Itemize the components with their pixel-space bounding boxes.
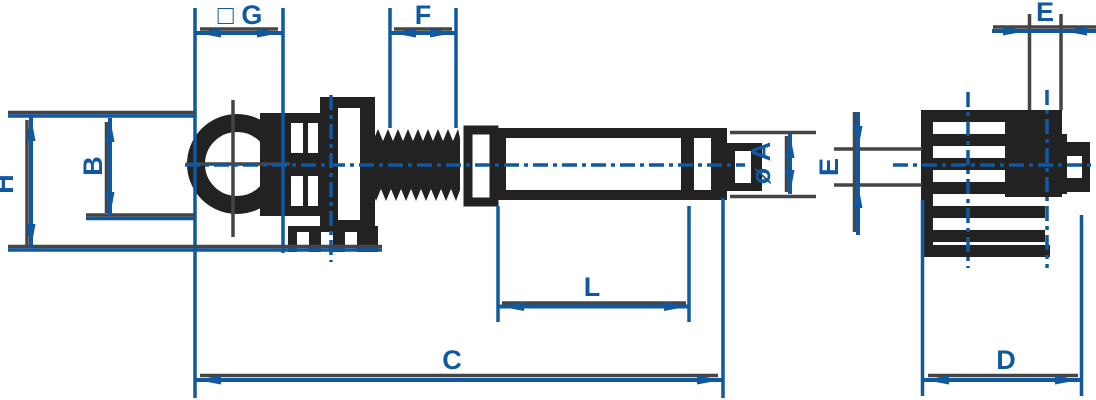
arrowhead-up	[105, 118, 115, 142]
head-slot	[308, 176, 318, 206]
dim-label-h: H	[0, 174, 19, 194]
end-bottom-edge	[921, 245, 1050, 257]
end-view	[921, 110, 1090, 257]
dim-label-b: B	[78, 156, 108, 176]
arrowhead-up	[785, 134, 795, 158]
dim-label-square-g: □ G	[218, 0, 263, 30]
dimension-square-g: □ G	[195, 0, 283, 38]
arrowhead-left	[392, 28, 416, 38]
dim-label-e-top: E	[1036, 0, 1054, 27]
head-slot	[291, 123, 303, 153]
arrowhead-left	[1003, 26, 1027, 36]
dimension-b: B	[78, 118, 115, 216]
dimension-c: C	[195, 345, 723, 385]
arrowhead-left	[500, 302, 524, 311]
dimension-e-top: E	[992, 0, 1096, 36]
arrowhead-left	[197, 375, 221, 385]
side-view	[187, 97, 762, 252]
arrowhead-up	[853, 184, 863, 208]
thread-section	[373, 129, 460, 201]
dim-label-l: L	[584, 272, 601, 302]
extension-lines	[8, 8, 1084, 398]
arrowhead-right	[664, 302, 688, 311]
centerlines	[185, 90, 1095, 268]
arrowhead-left	[197, 28, 221, 38]
dimension-e-side: E	[814, 112, 863, 235]
end-hub	[1005, 110, 1062, 197]
arrowhead-right	[1055, 375, 1079, 385]
arrowhead-down	[105, 192, 115, 216]
head-slot	[308, 123, 318, 153]
dimension-h: H	[0, 117, 36, 248]
arrowhead-right	[697, 375, 721, 385]
arrowhead-down	[785, 170, 795, 194]
end-boss-notch	[1067, 156, 1082, 178]
dimension-d: D	[923, 345, 1081, 385]
end-band	[933, 230, 1045, 242]
dimension-f: F	[390, 0, 456, 38]
collar-slot	[338, 108, 360, 220]
arrowhead-left	[925, 375, 949, 385]
head-slot	[291, 176, 303, 206]
dim-label-e-side: E	[814, 158, 844, 176]
end-band	[933, 206, 1045, 218]
arrowhead-right	[430, 28, 454, 38]
arrowhead-right	[1063, 26, 1087, 36]
dimension-dia-a: ø A	[746, 134, 795, 194]
arrowhead-down	[853, 126, 863, 150]
arrowhead-up	[26, 117, 36, 141]
dim-label-f: F	[415, 0, 432, 30]
dim-label-dia-a: ø A	[746, 142, 776, 185]
tip-cap	[751, 143, 762, 191]
dim-label-d: D	[996, 345, 1016, 375]
dim-label-c: C	[442, 345, 462, 375]
arrowhead-right	[257, 28, 281, 38]
dimension-l: L	[498, 272, 690, 311]
arrowhead-down	[26, 224, 36, 248]
